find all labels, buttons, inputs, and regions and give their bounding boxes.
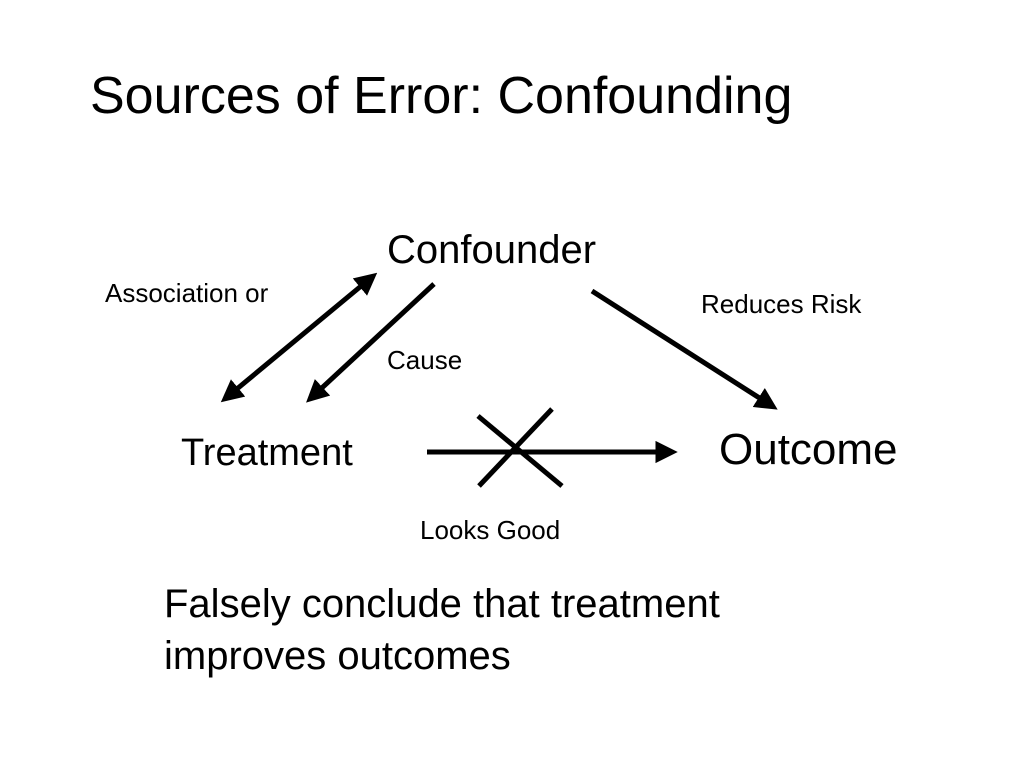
cause-arrow	[306, 282, 436, 403]
slide-title: Sources of Error: Confounding	[90, 67, 793, 125]
looks-good-label: Looks Good	[420, 515, 561, 545]
treatment-node: Treatment	[181, 432, 353, 474]
outcome-node: Outcome	[719, 425, 898, 474]
reduces-risk-label: Reduces Risk	[701, 289, 862, 319]
cross-mark	[476, 407, 564, 488]
conclusion-text: Falsely conclude that treatment improves…	[164, 582, 720, 678]
cause-label: Cause	[387, 345, 463, 375]
association-label: Association or	[105, 278, 269, 308]
confounder-node: Confounder	[387, 228, 597, 272]
association-arrow	[220, 272, 378, 403]
reduces-risk-arrow	[590, 288, 778, 410]
